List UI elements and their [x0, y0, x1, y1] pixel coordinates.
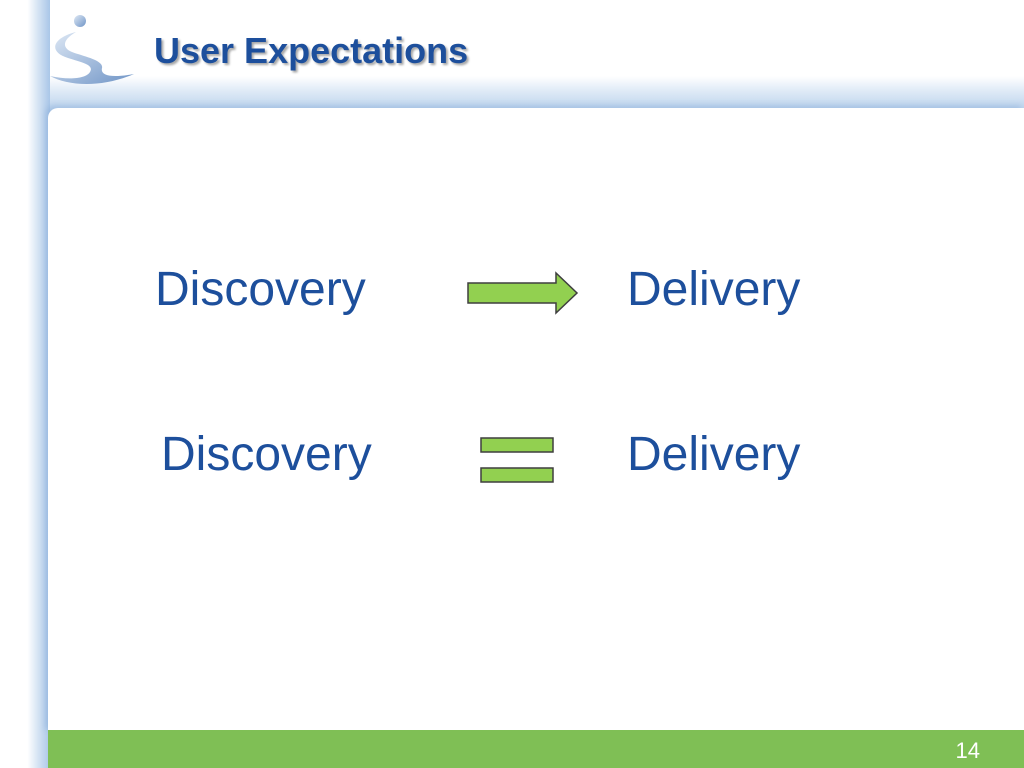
left-frame-band: [0, 0, 50, 768]
content-panel: [48, 108, 1024, 732]
page-number: 14: [955, 738, 980, 763]
equals-icon: [480, 437, 554, 483]
top-frame-band: [0, 0, 1024, 112]
arrow-right-icon: [467, 271, 579, 315]
row2-right-term: Delivery: [627, 428, 801, 481]
row1-right-term: Delivery: [627, 263, 801, 316]
swoosh-logo-icon: [50, 15, 134, 84]
slide-title: User Expectations: [154, 30, 469, 71]
row1-left-term: Discovery: [155, 263, 366, 316]
footer-bar: [48, 730, 1024, 768]
row2-left-term: Discovery: [161, 428, 372, 481]
